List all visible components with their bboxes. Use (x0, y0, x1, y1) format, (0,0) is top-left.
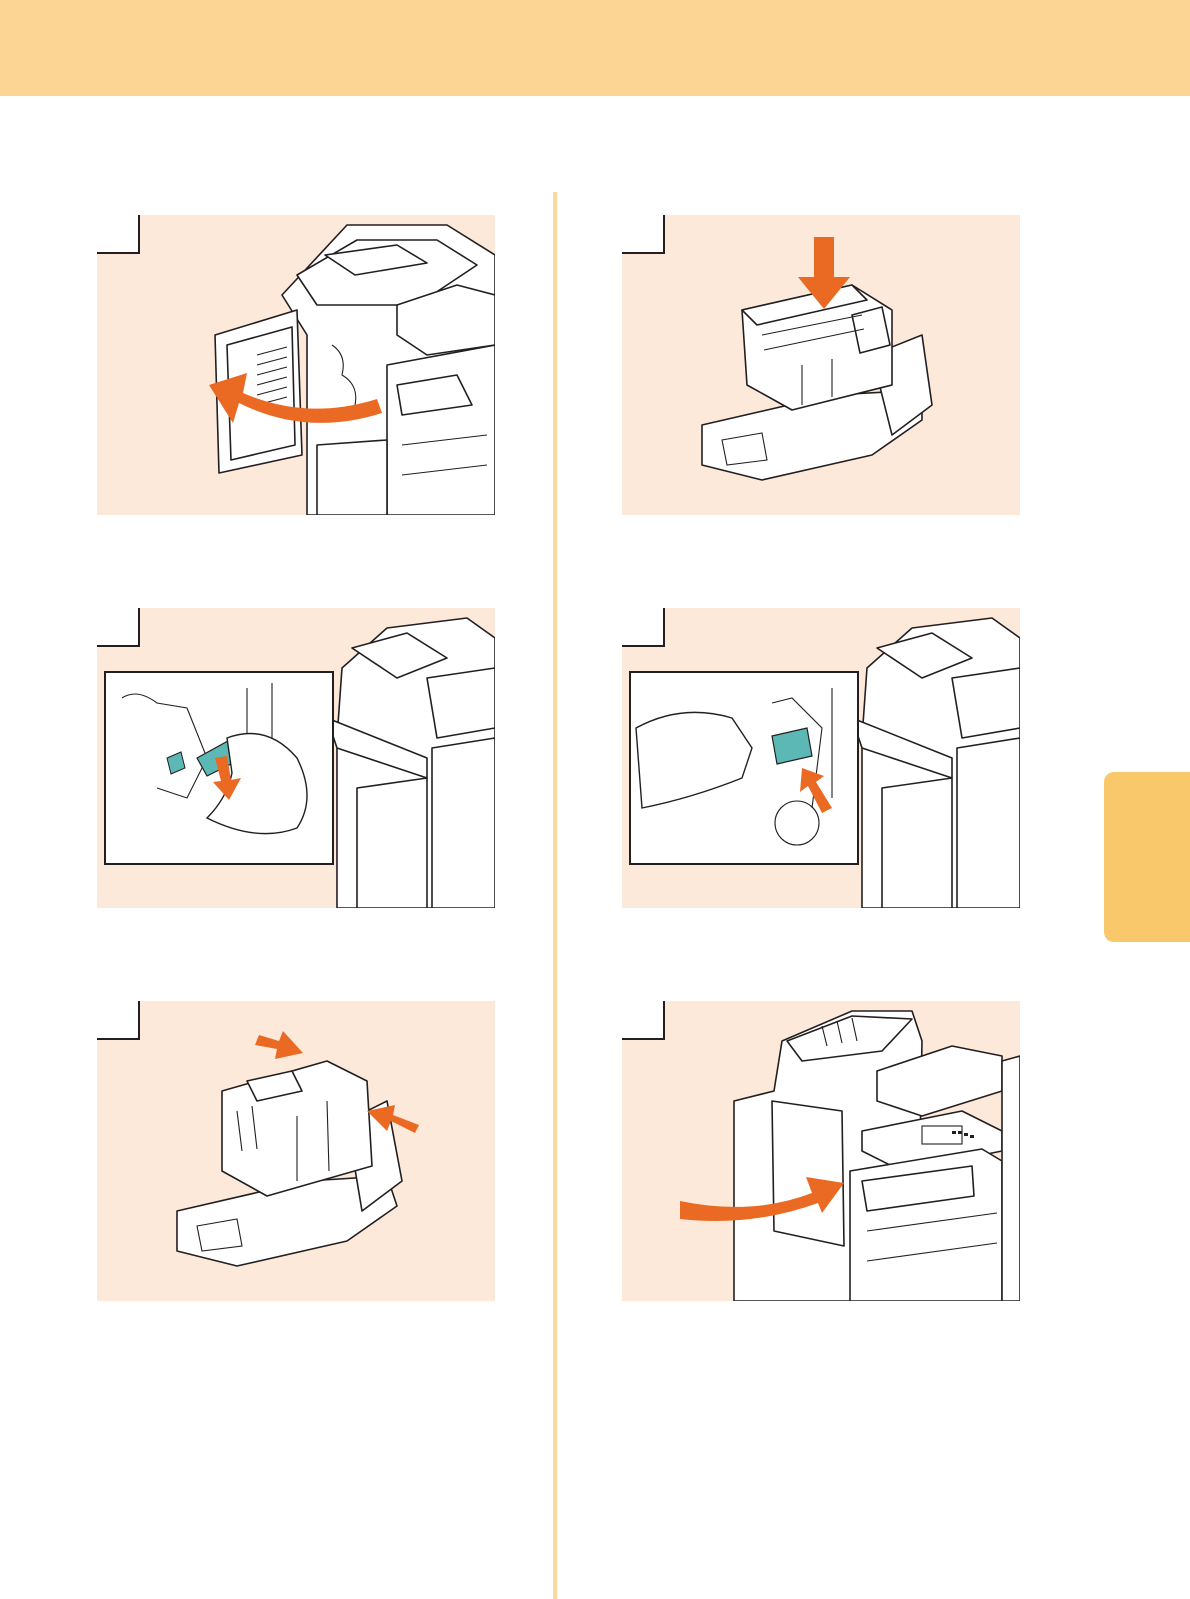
step-2-illustration-panel (622, 215, 1020, 515)
step-3-illustration-panel (97, 608, 495, 908)
step-number-box (622, 608, 665, 647)
close-front-cover-illustration (622, 1001, 1020, 1301)
push-in-staple-cartridge-illustration (622, 608, 1020, 908)
step-number-box (622, 215, 665, 254)
chapter-tab (1104, 772, 1190, 942)
step-number-box (97, 1001, 140, 1040)
pull-out-staple-cartridge-illustration (97, 608, 495, 908)
insert-staple-case-illustration (622, 215, 1020, 515)
open-front-cover-illustration (97, 215, 495, 515)
step-6-illustration-panel (622, 1001, 1020, 1301)
arrow-right-icon (255, 1031, 303, 1059)
step-number-box (97, 608, 140, 647)
step-4-illustration-panel (622, 608, 1020, 908)
step-5-illustration-panel (97, 1001, 495, 1301)
step-number-box (622, 1001, 665, 1040)
squeeze-staple-case-illustration (97, 1001, 495, 1301)
header-band (0, 0, 1190, 96)
column-divider (553, 192, 557, 1599)
step-number-box (97, 215, 140, 254)
step-1-illustration-panel (97, 215, 495, 515)
